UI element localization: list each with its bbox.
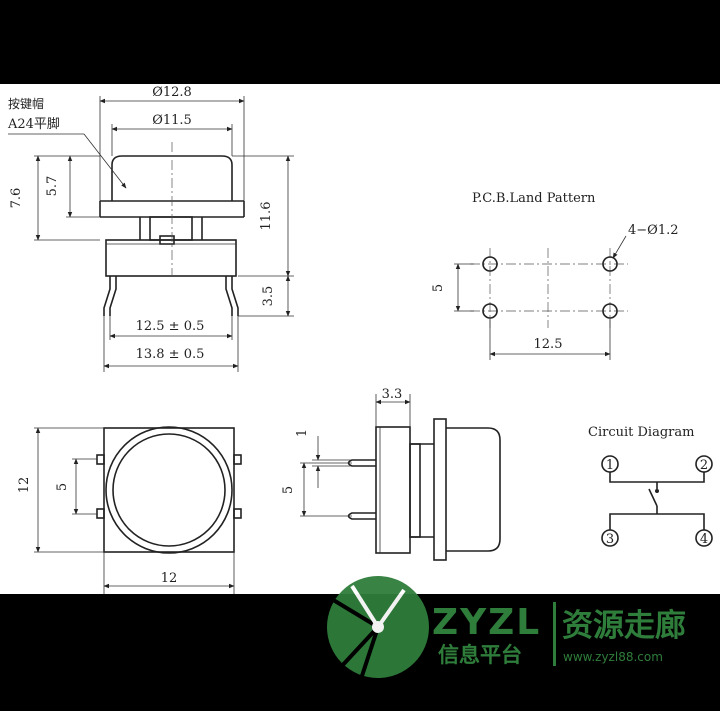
watermark-cn-name: 资源走廊	[562, 608, 686, 644]
pcb-hole	[602, 256, 618, 272]
drawing-sheet: Ø12.8 Ø11.5 按键帽 A24平脚 7.6 5.7 11.6 3.5	[0, 84, 720, 594]
side-cap	[446, 427, 501, 552]
watermark-divider	[553, 602, 556, 666]
pcb-land-pattern: P.C.B.Land Pattern 4−Ø1.2 5 12.5	[431, 191, 679, 360]
front-cap-inner	[112, 433, 226, 547]
watermark-latin: ZYZL	[432, 602, 541, 643]
terminal-4-label: 4	[700, 532, 708, 547]
dim-total-width: 13.8 ± 0.5	[136, 347, 205, 362]
dim-overall-height: 11.6	[259, 202, 274, 231]
dim-pin-pitch-width: 12.5 ± 0.5	[136, 319, 205, 334]
dim-side-depth: 3.3	[382, 387, 403, 402]
circuit-title: Circuit Diagram	[588, 425, 694, 440]
circuit-diagram: Circuit Diagram 1 2 3 4	[588, 425, 713, 547]
dim-front-width: 12	[161, 571, 178, 586]
left-pin	[103, 276, 111, 316]
dim-pcb-horizontal-pitch: 12.5	[534, 337, 563, 352]
side-body	[375, 426, 411, 554]
dim-cap-height: 5.7	[45, 176, 60, 197]
switch-blade	[648, 488, 658, 507]
dim-pcb-vertical-pitch: 5	[431, 284, 446, 292]
terminal-1-label: 1	[606, 458, 614, 473]
watermark-url: www.zyzl88.com	[563, 650, 663, 664]
dim-side-pitch: 5	[281, 486, 296, 494]
dim-pin-length: 3.5	[261, 286, 276, 307]
dim-side-pin-width: 1	[295, 429, 310, 437]
side-pin-lower	[347, 512, 376, 520]
pcb-title: P.C.B.Land Pattern	[472, 191, 596, 206]
dim-cap-outer-diameter: Ø12.8	[152, 85, 192, 100]
watermark-sub: 信息平台	[438, 643, 522, 667]
pcb-hole	[482, 256, 498, 272]
callout-cap-model: A24平脚	[7, 116, 60, 132]
callout-cap-name: 按键帽	[8, 96, 44, 111]
dim-total-height: 7.6	[9, 188, 24, 209]
right-pin	[225, 276, 233, 316]
front-body	[103, 427, 235, 553]
side-pin-upper	[347, 459, 376, 467]
terminal-3-label: 3	[606, 532, 614, 547]
dim-hole-diameter: 4−Ø1.2	[628, 223, 679, 238]
dim-front-height: 12	[17, 477, 32, 494]
elevation-view: Ø12.8 Ø11.5 按键帽 A24平脚 7.6 5.7 11.6 3.5	[7, 85, 294, 372]
technical-drawing: Ø12.8 Ø11.5 按键帽 A24平脚 7.6 5.7 11.6 3.5	[7, 85, 713, 594]
dim-cap-inner-diameter: Ø11.5	[152, 113, 192, 128]
front-cap-outer	[105, 426, 233, 554]
switch-body	[105, 239, 237, 277]
side-view: 3.3 1 5	[281, 387, 501, 561]
terminal-2-label: 2	[700, 458, 708, 473]
switch-contact	[655, 489, 659, 493]
front-view: 12 5 12	[17, 426, 242, 594]
dim-front-pitch: 5	[55, 483, 70, 491]
